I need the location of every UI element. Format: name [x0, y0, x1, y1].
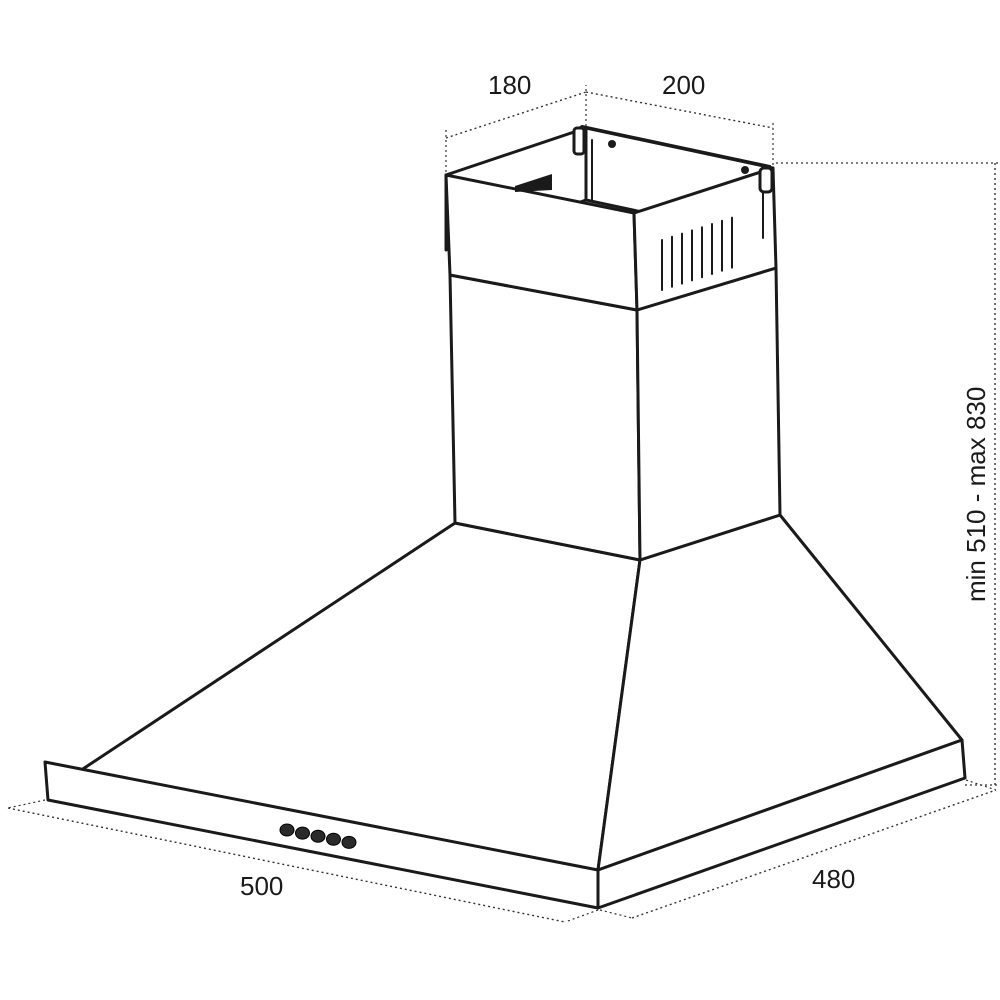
upper-chimney-right-face	[632, 166, 778, 312]
dim-label-top-width: 200	[662, 70, 705, 100]
hood-canopy	[46, 513, 964, 872]
dim-line-top-width	[585, 91, 774, 129]
control-panel	[279, 823, 357, 849]
control-knob	[341, 835, 357, 849]
screw-icon	[608, 140, 616, 148]
dim-line-base-depth	[631, 789, 997, 919]
vent-slots	[661, 216, 733, 291]
dim-label-height: min 510 - max 830	[961, 387, 991, 602]
control-knob	[326, 832, 341, 846]
inner-vent	[515, 174, 552, 192]
ext-line	[564, 909, 599, 923]
dim-label-base-depth: 480	[812, 864, 855, 894]
control-knob	[310, 829, 326, 843]
upper-chimney	[444, 124, 778, 312]
ext-line	[965, 779, 997, 791]
dim-label-base-width: 500	[240, 871, 283, 901]
ext-line	[599, 909, 633, 919]
dimension-lines	[7, 85, 998, 923]
lower-chimney-right-face	[635, 266, 782, 562]
control-knob	[295, 826, 310, 840]
dim-label-top-depth: 180	[488, 70, 531, 100]
lower-chimney	[448, 266, 782, 562]
control-knob	[279, 823, 295, 837]
rim-front-right	[596, 738, 967, 910]
lower-chimney-left-face	[448, 273, 642, 562]
bracket-clip-left	[572, 126, 586, 156]
ext-line	[7, 799, 46, 809]
bracket-clip-right	[758, 166, 774, 194]
screw-icon	[741, 166, 749, 174]
